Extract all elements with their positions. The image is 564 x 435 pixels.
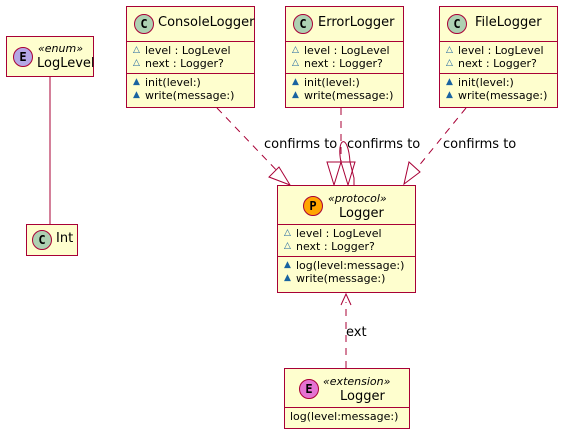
enum-badge-icon: E <box>13 47 33 67</box>
package-visibility-icon <box>133 57 145 70</box>
methods-section: init(level:) write(message:) <box>440 73 557 105</box>
method-text: log(level:message:) <box>296 259 405 272</box>
field-text: level : LogLevel <box>296 227 382 240</box>
class-box-consolelogger[interactable]: C ConsoleLogger level : LogLevel next : … <box>126 6 255 108</box>
field-row: next : Logger? <box>446 57 557 70</box>
method-text: init(level:) <box>145 76 201 89</box>
method-text: write(message:) <box>458 89 548 102</box>
method-row: write(message:) <box>446 89 557 102</box>
package-visibility-icon <box>133 76 145 89</box>
method-row: write(message:) <box>284 272 415 285</box>
class-box-filelogger[interactable]: C FileLogger level : LogLevel next : Log… <box>439 6 558 108</box>
protocol-badge-icon: P <box>303 196 323 216</box>
conformance-line-console <box>216 107 282 176</box>
field-row: level : LogLevel <box>292 44 403 57</box>
class-box-int[interactable]: C Int <box>26 224 78 256</box>
methods-section: init(level:) write(message:) <box>286 73 403 105</box>
package-visibility-icon <box>284 259 296 272</box>
method-text: log(level:message:) <box>290 410 399 423</box>
conformance-label-console: confirms to <box>264 137 338 152</box>
package-visibility-icon <box>446 89 458 102</box>
package-visibility-icon <box>133 44 145 57</box>
field-row: next : Logger? <box>292 57 403 70</box>
class-badge-icon: C <box>32 230 52 250</box>
method-row: write(message:) <box>292 89 403 102</box>
method-text: init(level:) <box>458 76 514 89</box>
field-text: next : Logger? <box>145 57 224 70</box>
class-name: Int <box>56 231 74 246</box>
field-row: level : LogLevel <box>446 44 557 57</box>
class-box-loglevel[interactable]: E «enum» LogLevel <box>6 36 95 77</box>
method-text: write(message:) <box>296 272 386 285</box>
class-box-errorlogger[interactable]: C ErrorLogger level : LogLevel next : Lo… <box>285 6 404 108</box>
method-row: init(level:) <box>133 76 254 89</box>
package-visibility-icon <box>446 57 458 70</box>
methods-section: init(level:) write(message:) <box>127 73 254 105</box>
class-badge-icon: C <box>447 14 467 34</box>
class-badge-icon: C <box>293 14 313 34</box>
class-name: LogLevel <box>37 56 95 71</box>
package-visibility-icon <box>292 57 304 70</box>
class-name: FileLogger <box>475 15 542 30</box>
field-row: level : LogLevel <box>284 227 415 240</box>
conformance-arrowhead-console <box>268 166 292 186</box>
package-visibility-icon <box>292 44 304 57</box>
method-row: log(level:message:) <box>284 259 415 272</box>
class-badge-icon: C <box>134 14 154 34</box>
class-stereotype: «extension» <box>323 375 391 388</box>
field-text: next : Logger? <box>458 57 537 70</box>
fields-section: level : LogLevel next : Logger? <box>440 41 557 73</box>
package-visibility-icon <box>284 227 296 240</box>
package-visibility-icon <box>446 76 458 89</box>
package-visibility-icon <box>292 76 304 89</box>
method-row: init(level:) <box>446 76 557 89</box>
method-row: log(level:message:) <box>290 410 409 423</box>
class-stereotype: «protocol» <box>328 192 387 205</box>
extension-label: ext <box>346 325 367 340</box>
method-row: init(level:) <box>292 76 403 89</box>
extension-badge-icon: E <box>299 379 319 399</box>
conformance-line-file <box>412 107 467 174</box>
field-row: next : Logger? <box>284 240 415 253</box>
class-name: ConsoleLogger <box>158 15 255 30</box>
package-visibility-icon <box>292 89 304 102</box>
package-visibility-icon <box>133 89 145 102</box>
conformance-label-file: confirms to <box>443 137 517 152</box>
method-text: init(level:) <box>304 76 360 89</box>
package-visibility-icon <box>284 272 296 285</box>
class-name: ErrorLogger <box>318 15 395 30</box>
package-visibility-icon <box>446 44 458 57</box>
class-box-logger-protocol[interactable]: P «protocol» Logger level : LogLevel nex… <box>277 185 416 293</box>
package-visibility-icon <box>284 240 296 253</box>
field-text: next : Logger? <box>304 57 383 70</box>
method-text: write(message:) <box>145 89 235 102</box>
fields-section: level : LogLevel next : Logger? <box>127 41 254 73</box>
method-text: write(message:) <box>304 89 394 102</box>
class-stereotype: «enum» <box>38 42 84 55</box>
extension-arrowhead <box>340 292 352 306</box>
field-row: level : LogLevel <box>133 44 254 57</box>
class-name: Logger <box>339 206 384 221</box>
field-text: level : LogLevel <box>458 44 544 57</box>
method-row: write(message:) <box>133 89 254 102</box>
field-text: level : LogLevel <box>145 44 231 57</box>
field-row: next : Logger? <box>133 57 254 70</box>
conformance-arrowhead-file <box>403 161 421 186</box>
fields-section: level : LogLevel next : Logger? <box>278 224 415 256</box>
field-text: level : LogLevel <box>304 44 390 57</box>
field-text: next : Logger? <box>296 240 375 253</box>
methods-section: log(level:message:) <box>285 407 409 426</box>
methods-section: log(level:message:) write(message:) <box>278 256 415 288</box>
conformance-label-error: confirms to <box>347 137 421 152</box>
conformance-arrowhead-error-left <box>326 161 342 187</box>
fields-section: level : LogLevel next : Logger? <box>286 41 403 73</box>
conformance-curve-error <box>339 141 351 163</box>
class-name: Logger <box>340 389 385 404</box>
class-box-logger-extension[interactable]: E «extension» Logger log(level:message:) <box>284 368 410 429</box>
